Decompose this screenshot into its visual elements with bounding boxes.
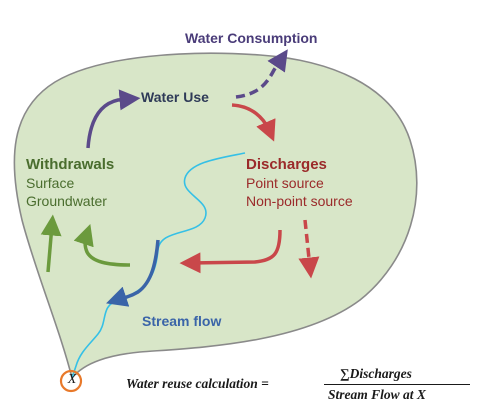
watershed-boundary	[13, 52, 418, 380]
consumption-arrow	[235, 49, 288, 99]
outlet-circle	[59, 369, 83, 393]
to-water-use-arrow	[86, 89, 141, 149]
nonpoint-arrow	[298, 219, 320, 279]
groundwater-label: Groundwater	[26, 193, 107, 209]
formula-denominator: Stream Flow at X	[328, 387, 426, 402]
stream-flow-arrow	[106, 239, 160, 307]
formula-lhs: Water reuse calculation =	[126, 376, 269, 391]
formula-fraction-bar	[324, 384, 470, 386]
discharges-label: Discharges	[246, 156, 327, 173]
water-use-label: Water Use	[141, 89, 209, 105]
withdrawals-label: Withdrawals	[26, 156, 115, 173]
withdrawal-up-arrow	[40, 214, 62, 273]
to-discharges-arrow	[231, 103, 276, 142]
outlet-label: X	[67, 372, 77, 387]
reuse-formula: Water reuse calculation = ∑Discharges St…	[126, 366, 482, 406]
point-source-label: Point source	[246, 175, 324, 191]
formula-numerator: ∑Discharges	[340, 366, 412, 381]
non-point-source-label: Non-point source	[246, 193, 353, 209]
stream-flow-label: Stream flow	[142, 313, 222, 329]
water-consumption-label: Water Consumption	[185, 30, 318, 46]
withdrawal-return-arrow	[73, 224, 131, 267]
surface-label: Surface	[26, 175, 75, 191]
discharge-return-arrow	[179, 229, 282, 274]
